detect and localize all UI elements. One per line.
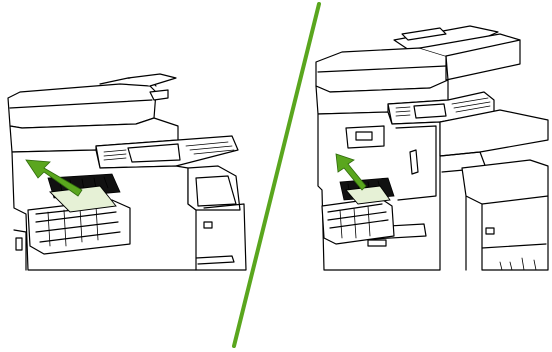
right-printer-illustration [316,26,548,270]
panel-divider [234,4,319,346]
